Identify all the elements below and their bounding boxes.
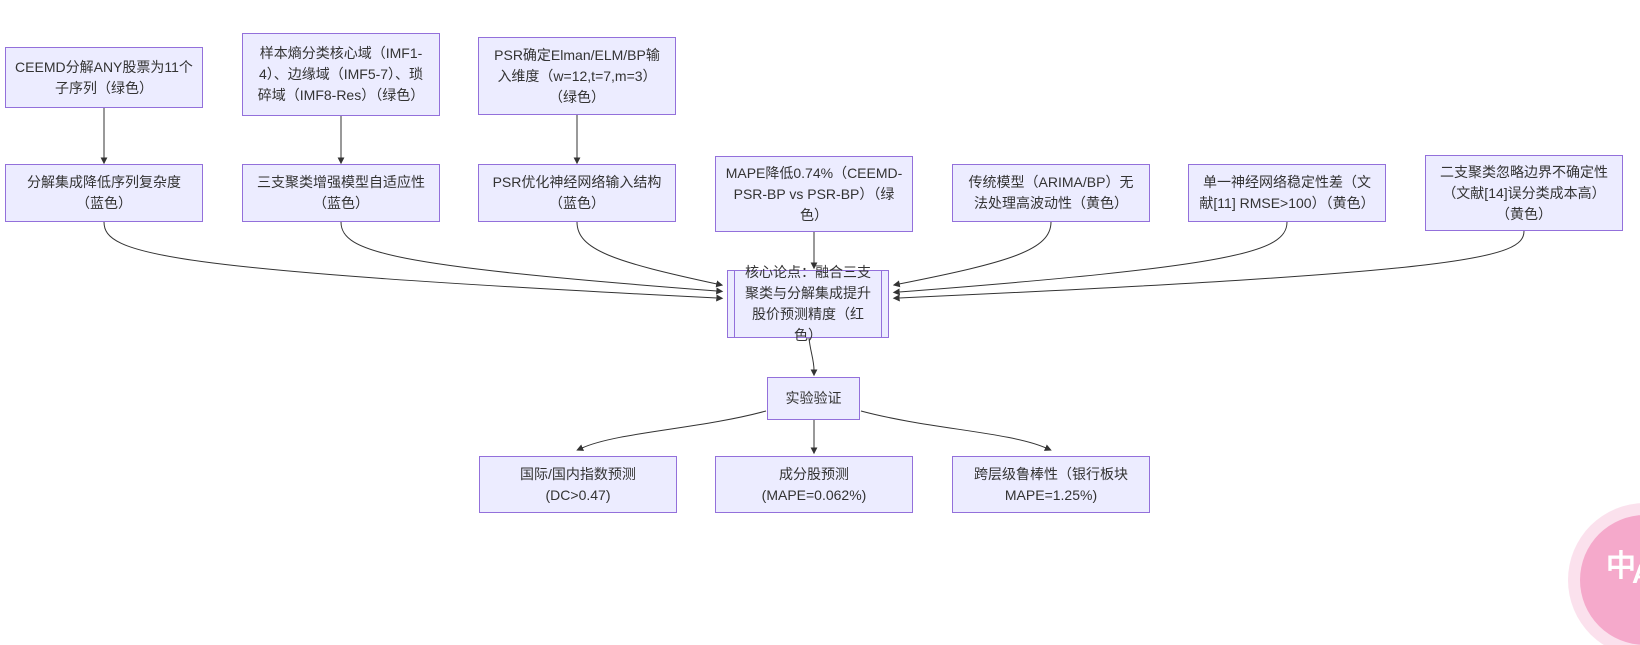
node-mape-improvement: MAPE降低0.74%（CEEMD-PSR-BP vs PSR-BP）（绿色） [715, 156, 913, 232]
flowchart-canvas: CEEMD分解ANY股票为11个子序列（绿色） 样本熵分类核心域（IMF1-4）… [5, 33, 1640, 645]
node-label: CEEMD分解ANY股票为11个子序列（绿色） [15, 58, 193, 96]
node-label: PSR确定Elman/ELM/BP输入维度（w=12,t=7,m=3）（绿色） [494, 46, 660, 105]
node-two-way-clustering-limits: 二支聚类忽略边界不确定性（文献[14]误分类成本高）（黄色） [1425, 155, 1623, 231]
node-label: 三支聚类增强模型自适应性（蓝色） [257, 174, 425, 211]
node-ceemd-decompose: CEEMD分解ANY股票为11个子序列（绿色） [5, 47, 203, 108]
node-label-line: 国际/国内指数预测 [520, 465, 636, 482]
node-label-line: 成分股预测 [779, 465, 849, 482]
node-psr-dimension: PSR确定Elman/ELM/BP输入维度（w=12,t=7,m=3）（绿色） [478, 37, 676, 115]
node-single-nn-instability: 单一神经网络稳定性差（文献[11] RMSE>100）（黄色） [1188, 164, 1386, 222]
node-cross-level-robustness: 跨层级鲁棒性（银行板块 MAPE=1.25%) [952, 456, 1150, 513]
node-label: PSR优化神经网络输入结构（蓝色） [492, 174, 662, 211]
node-label: 二支聚类忽略边界不确定性（文献[14]误分类成本高）（黄色） [1440, 163, 1608, 222]
node-sample-entropy: 样本熵分类核心域（IMF1-4）、边缘域（IMF5-7）、琐碎域（IMF8-Re… [242, 33, 440, 116]
node-core-thesis: 核心论点：融合三支聚类与分解集成提升股价预测精度（红色） [727, 264, 889, 343]
flowchart-edges [100, 108, 1525, 455]
node-label: 成分股预测 (MAPE=0.062%) [725, 464, 903, 506]
double-border-right [881, 271, 882, 337]
node-psr-optimization: PSR优化神经网络输入结构（蓝色） [478, 164, 676, 222]
node-constituent-stock-prediction: 成分股预测 (MAPE=0.062%) [715, 456, 913, 513]
node-experiment-validation: 实验验证 [767, 377, 860, 420]
node-label: 传统模型（ARIMA/BP）无法处理高波动性（黄色） [968, 174, 1134, 211]
node-label: MAPE降低0.74%（CEEMD-PSR-BP vs PSR-BP）（绿色） [725, 164, 903, 223]
node-label: 样本熵分类核心域（IMF1-4）、边缘域（IMF5-7）、琐碎域（IMF8-Re… [257, 45, 425, 103]
node-label: 核心论点：融合三支聚类与分解集成提升股价预测精度（红色） [745, 264, 871, 343]
translate-a-glyph: A [1632, 559, 1640, 590]
node-label: 跨层级鲁棒性（银行板块 MAPE=1.25%) [962, 464, 1140, 506]
node-label: 实验验证 [785, 390, 842, 406]
node-three-way-clustering: 三支聚类增强模型自适应性（蓝色） [242, 164, 440, 222]
node-index-prediction: 国际/国内指数预测 (DC>0.47) [479, 456, 677, 513]
node-label: 国际/国内指数预测 (DC>0.47) [489, 464, 667, 506]
node-label-line: MAPE=1.25%) [1004, 486, 1098, 503]
node-label: 分解集成降低序列复杂度（蓝色） [27, 174, 181, 211]
node-label: 单一神经网络稳定性差（文献[11] RMSE>100）（黄色） [1199, 174, 1375, 211]
double-border-left [734, 271, 735, 337]
node-label-line: (DC>0.47) [545, 486, 611, 503]
node-label-line: (MAPE=0.062%) [761, 486, 867, 503]
node-decomposition-ensemble: 分解集成降低序列复杂度（蓝色） [5, 164, 203, 222]
node-traditional-models: 传统模型（ARIMA/BP）无法处理高波动性（黄色） [952, 164, 1150, 222]
node-label-line: 跨层级鲁棒性（银行板块 [974, 465, 1128, 482]
